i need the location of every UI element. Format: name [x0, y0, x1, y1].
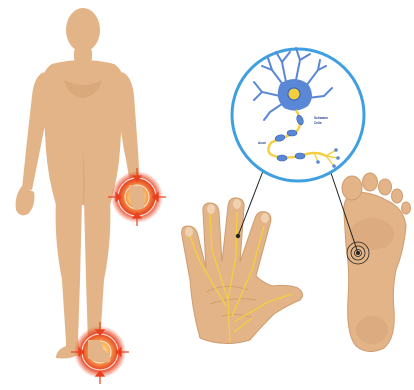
neuron-label-schwann: Schwann — [314, 116, 328, 120]
neuron-label-axon: Axon — [258, 141, 266, 145]
body-left-hand — [16, 186, 35, 215]
body-left-leg — [56, 200, 82, 342]
hand-palm-shape — [182, 198, 303, 344]
body-head — [66, 8, 100, 52]
foot-sole-illustration — [342, 173, 411, 352]
body-neck — [74, 48, 92, 62]
foot-pain-marker — [71, 322, 129, 384]
hand-pain-marker — [108, 168, 166, 226]
body-right-leg — [84, 200, 110, 342]
neuron-closeup: Axon Schwann Cells — [232, 48, 364, 181]
neuron-label-cells: Cells — [314, 121, 322, 125]
neuron-nucleus — [288, 88, 300, 100]
hand-palm-illustration — [182, 198, 303, 344]
